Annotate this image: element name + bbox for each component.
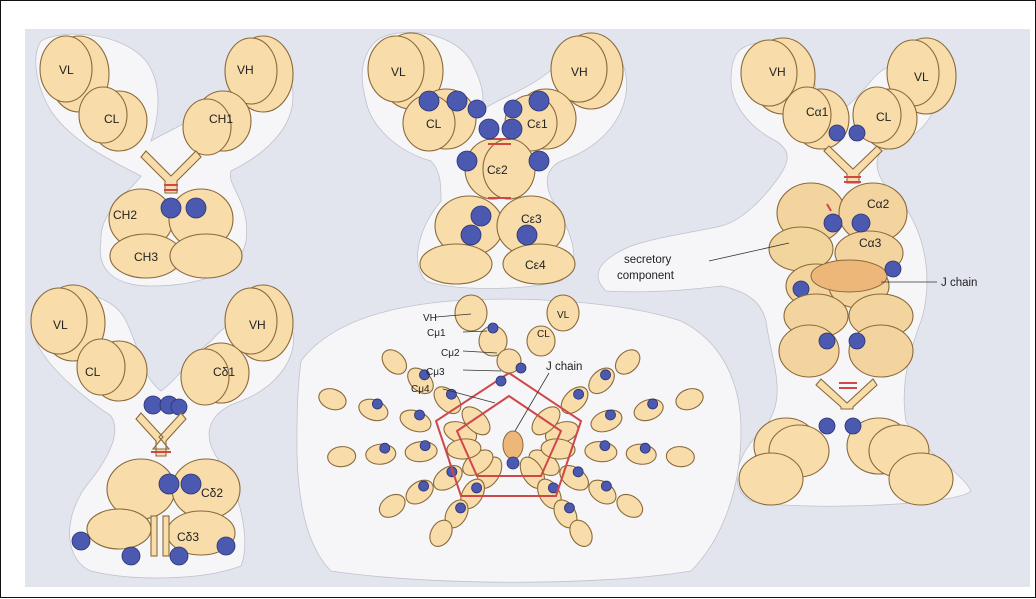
igm-vl-label: VL xyxy=(557,310,570,321)
igm-carbohydrate-dot xyxy=(605,410,615,420)
igm-cl-label: CL xyxy=(537,329,550,340)
igm-carbohydrate-dot xyxy=(472,483,482,493)
ige-ce2-label: Cε2 xyxy=(487,163,508,177)
igm-carbohydrate-dot xyxy=(456,503,466,513)
igg-ch1-label: CH1 xyxy=(209,112,233,126)
igm-carbohydrate-dot xyxy=(419,481,429,491)
igd-vl-label: VL xyxy=(53,318,68,332)
igm-carbohydrate-dot xyxy=(415,410,425,420)
igg-ch3-label: CH3 xyxy=(134,250,158,264)
ige-ce3-label: Cε3 xyxy=(521,212,542,226)
igm-carbohydrate-dot xyxy=(648,399,658,409)
igm-carbohydrate-dot xyxy=(380,443,390,453)
igm-cmu2-label: Cμ2 xyxy=(441,348,460,359)
iga-vl-label: VL xyxy=(914,70,929,84)
igd-cd3-label: Cδ3 xyxy=(177,530,199,544)
iga-ca2-label: Cα2 xyxy=(867,197,890,211)
igd-vh-label: VH xyxy=(249,318,266,332)
igd-cd1-label: Cδ1 xyxy=(213,365,235,379)
igm-pentamer: VH VL CL Cμ1 Cμ2 Cμ3 Cμ4 J chain xyxy=(297,295,741,582)
igm-cmu3-label: Cμ3 xyxy=(426,367,445,378)
igg-vl-label: VL xyxy=(59,63,74,77)
igd-molecule: VL VH CL Cδ1 Cδ2 Cδ3 xyxy=(31,285,294,578)
ige-molecule: VL VH CL Cε1 Cε2 Cε3 Cε4 xyxy=(362,32,627,288)
igd-cl-label: CL xyxy=(85,365,101,379)
iga-jchain-label: J chain xyxy=(941,277,977,289)
ige-vh-label: VH xyxy=(571,65,588,79)
iga-vh-label: VH xyxy=(769,65,786,79)
igm-jchain-label: J chain xyxy=(546,361,582,373)
iga-ca3-label: Cα3 xyxy=(859,236,882,250)
ige-ce1-label: Cε1 xyxy=(527,117,548,131)
igg-vh-label: VH xyxy=(237,63,254,77)
igm-carbohydrate-dot xyxy=(372,399,382,409)
ige-vl-label: VL xyxy=(391,65,406,79)
iga-ca1-label: Cα1 xyxy=(806,105,829,119)
igm-carbohydrate-dot xyxy=(601,481,611,491)
igm-cmu4-label: Cμ4 xyxy=(411,384,430,395)
igm-carbohydrate-dot xyxy=(573,467,583,477)
iga-secretory-label-line1: secretory xyxy=(624,254,672,266)
igg-ch2-label: CH2 xyxy=(113,208,137,222)
igg-cl-label: CL xyxy=(104,112,120,126)
igm-carbohydrate-dot xyxy=(600,441,610,451)
igm-carbohydrate-dot xyxy=(601,370,611,380)
igm-vh-label: VH xyxy=(423,313,437,324)
igd-cd2-label: Cδ2 xyxy=(201,486,223,500)
iga-secretory-label-line2: component xyxy=(617,270,675,282)
igm-carbohydrate-dot xyxy=(420,441,430,451)
ige-ce4-label: Cε4 xyxy=(525,258,546,272)
igm-carbohydrate-dot xyxy=(640,443,650,453)
iga-cl-label: CL xyxy=(876,110,892,124)
ige-cl-label: CL xyxy=(426,117,442,131)
igm-carbohydrate-dot xyxy=(564,503,574,513)
igg-molecule: VL VH CL CH1 CH2 CH3 xyxy=(36,34,293,286)
igm-cmu1-label: Cμ1 xyxy=(427,328,446,339)
igm-carbohydrate-dot xyxy=(574,389,584,399)
